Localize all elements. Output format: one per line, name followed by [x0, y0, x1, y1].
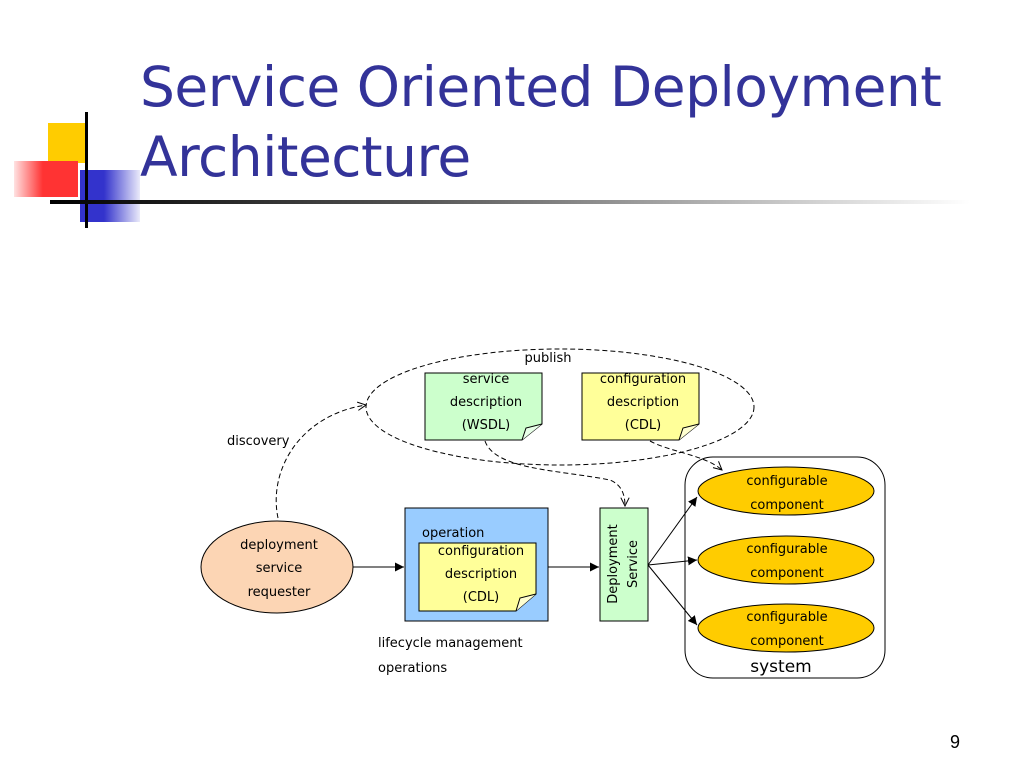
configurable-component-2: configurable component	[697, 535, 875, 585]
configuration-description-note-operation: configuration description (CDL)	[418, 542, 537, 612]
decoration-blue-square	[80, 170, 140, 222]
deployment-service-line-2: Service	[626, 540, 641, 588]
component-2-line-1: configurable	[746, 542, 827, 557]
decoration-red-square	[14, 161, 78, 197]
wsdl-to-deployment-service-arrow	[484, 440, 625, 506]
configuration-description-note-top: configuration description (CDL)	[581, 372, 700, 441]
cdl-to-system-arrow	[649, 440, 722, 470]
lifecycle-label-line-2: operations	[378, 661, 447, 676]
component-2-line-2: component	[750, 566, 824, 581]
deployment-to-component-3-arrow	[647, 564, 698, 626]
requester-line-3: requester	[248, 585, 311, 600]
slide-title: Service Oriented Deployment Architecture	[140, 52, 942, 192]
service-description-line-3: (WSDL)	[462, 418, 511, 433]
config-description-op-line-2: description	[445, 567, 517, 582]
operation-label: operation	[422, 526, 484, 541]
config-description-top-line-1: configuration	[600, 372, 686, 387]
component-1-line-2: component	[750, 498, 824, 513]
deployment-service-line-1: Deployment	[606, 524, 621, 604]
service-description-line-1: service	[463, 372, 510, 387]
lifecycle-label-line-1: lifecycle management	[378, 636, 523, 651]
config-description-op-line-3: (CDL)	[463, 590, 499, 605]
title-underline	[50, 200, 970, 204]
config-description-op-line-1: configuration	[438, 544, 524, 559]
requester-line-1: deployment	[240, 538, 318, 553]
slide-title-line-1: Service Oriented Deployment	[140, 55, 942, 119]
publish-label: publish	[525, 351, 572, 366]
discovery-arrow	[275, 405, 366, 519]
config-description-top-line-3: (CDL)	[625, 418, 661, 433]
deployment-to-component-2-arrow	[647, 556, 698, 566]
service-description-line-2: description	[450, 395, 522, 410]
component-1-line-1: configurable	[746, 474, 827, 489]
decoration-yellow-square	[48, 123, 86, 163]
system-label: system	[750, 657, 811, 677]
service-description-note: service description (WSDL)	[424, 372, 543, 441]
deployment-service-box: Deployment Service	[599, 507, 649, 622]
config-description-top-line-2: description	[607, 395, 679, 410]
component-3-line-2: component	[750, 634, 824, 649]
slide-number: 9	[949, 732, 960, 752]
deployment-to-component-1-arrow	[647, 496, 698, 566]
configurable-component-3: configurable component	[697, 603, 875, 653]
discovery-label: discovery	[227, 434, 290, 449]
configurable-component-1: configurable component	[697, 466, 875, 516]
system-box	[684, 456, 886, 679]
slide-title-line-2: Architecture	[140, 125, 471, 189]
operation-box: operation configuration description (CDL…	[404, 507, 549, 622]
deployment-service-requester: deployment service requester	[200, 520, 354, 614]
decoration-vertical-line	[85, 112, 88, 228]
requester-line-2: service	[256, 561, 303, 576]
component-3-line-1: configurable	[746, 610, 827, 625]
